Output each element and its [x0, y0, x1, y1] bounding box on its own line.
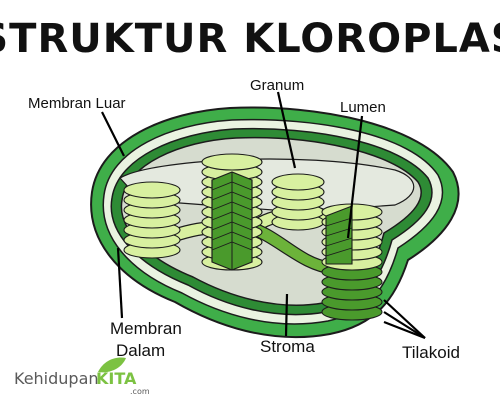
site-logo: Kehidupan KITA .com	[14, 357, 150, 396]
granum-right-cutaway	[325, 205, 353, 265]
granum-top-right	[271, 173, 325, 231]
label-pointers	[101, 91, 426, 340]
logo-accent-text: KITA	[96, 369, 137, 388]
leaf-icon	[98, 357, 126, 373]
granum-left	[123, 181, 181, 259]
granum-center-cutaway	[211, 171, 253, 271]
label-tilakoid: Tilakoid	[402, 343, 460, 362]
label-membran-dalam-line1: Membran	[110, 319, 182, 338]
label-membran-luar: Membran Luar	[28, 95, 126, 112]
cutaway-top-face	[119, 158, 415, 213]
logo-main-text: Kehidupan	[14, 369, 99, 388]
label-membran-dalam-line2: Dalam	[116, 341, 165, 360]
diagram-title: STRUKTUR KLOROPLAS	[0, 16, 500, 62]
label-granum: Granum	[250, 77, 304, 94]
logo-suffix-text: .com	[130, 387, 150, 396]
label-stroma: Stroma	[260, 337, 315, 356]
granum-right	[321, 263, 383, 321]
label-lumen: Lumen	[340, 99, 386, 116]
